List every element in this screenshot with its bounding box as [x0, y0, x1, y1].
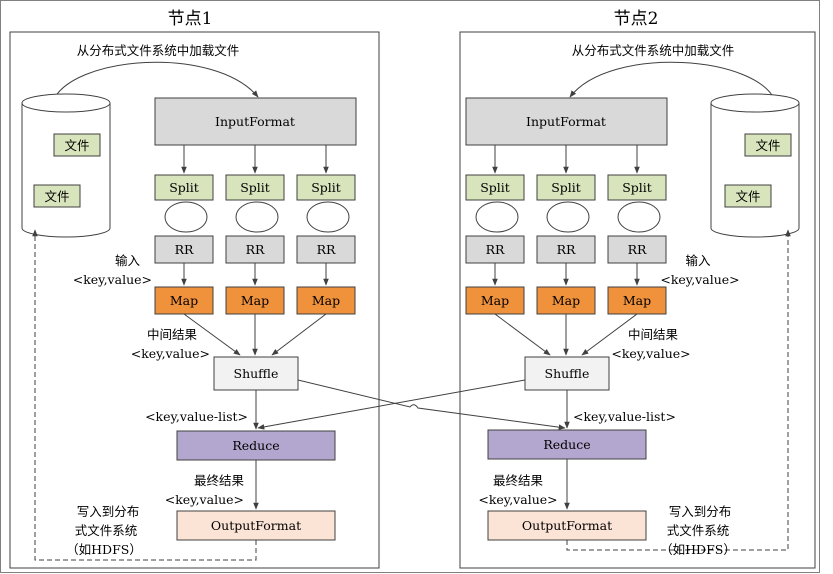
map-box	[225, 286, 285, 315]
split-box	[536, 174, 596, 201]
reduce-box	[176, 430, 336, 461]
map-label: Map	[241, 293, 269, 308]
split-label: Split	[622, 180, 652, 195]
file-box	[724, 184, 772, 208]
file-box	[744, 133, 792, 157]
file-label: 文件	[755, 138, 780, 153]
rr-label: RR	[317, 242, 336, 257]
split-box	[607, 174, 667, 201]
split-box	[225, 174, 285, 201]
final-kv-label: <key,value>	[478, 492, 557, 507]
load-label: 从分布式文件系统中加载文件	[572, 43, 735, 58]
split-label: Split	[169, 180, 199, 195]
final-result-label: 最终结果	[194, 473, 245, 488]
node-2: 节点2 从分布式文件系统中加载文件 文件 文件 InputFormat Spli…	[459, 9, 816, 569]
input-label: 输入	[115, 253, 141, 268]
output-format-box	[487, 510, 647, 541]
input-format-label: InputFormat	[215, 114, 295, 129]
write-back-arrow	[32, 229, 257, 561]
write-label: 式文件系统	[75, 523, 138, 538]
write-label: 式文件系统	[667, 523, 730, 538]
value-list-label: <key,value-list>	[573, 409, 676, 424]
load-label: 从分布式文件系统中加载文件	[77, 43, 240, 58]
load-arrow	[51, 61, 259, 104]
write-label: （如HDFS）	[660, 542, 736, 557]
final-result-label: 最终结果	[493, 473, 544, 488]
intermediate-kv-label: <key,value>	[611, 346, 690, 361]
input-kv-label: <key,value>	[660, 272, 739, 287]
write-label: 写入到分布	[669, 504, 732, 519]
split-loop	[235, 201, 279, 233]
rr-box	[536, 235, 596, 264]
rr-label: RR	[175, 242, 194, 257]
split-loop	[306, 201, 350, 233]
node-frame	[459, 31, 816, 569]
input-kv-label: <key,value>	[73, 272, 152, 287]
write-back-arrow	[566, 229, 791, 551]
rr-box	[465, 235, 525, 264]
node-title: 节点1	[168, 9, 213, 29]
file-box	[53, 133, 101, 157]
rr-label: RR	[557, 242, 576, 257]
file-box	[33, 184, 81, 208]
intermediate-kv-label: <key,value>	[131, 346, 210, 361]
intermediate-label: 中间结果	[147, 327, 198, 342]
split-label: Split	[480, 180, 510, 195]
map-box	[296, 286, 356, 315]
write-label: 写入到分布	[77, 504, 140, 519]
rr-box	[607, 235, 667, 264]
file-label: 文件	[44, 189, 69, 204]
file-label: 文件	[735, 189, 760, 204]
reduce-label: Reduce	[232, 438, 279, 453]
split-loop	[617, 201, 661, 233]
node-title: 节点2	[614, 9, 659, 29]
map-box	[465, 286, 525, 315]
map-label: Map	[623, 293, 651, 308]
map-box	[607, 286, 667, 315]
split-box	[154, 174, 214, 201]
input-format-label: InputFormat	[526, 114, 606, 129]
node-frame	[9, 31, 380, 569]
split-loop	[475, 201, 519, 233]
map-label: Map	[170, 293, 198, 308]
split-loop	[546, 201, 590, 233]
rr-box	[154, 235, 214, 264]
storage-cylinder	[710, 93, 800, 238]
rr-box	[225, 235, 285, 264]
intermediate-label: 中间结果	[628, 327, 679, 342]
node-1: 节点1 从分布式文件系统中加载文件 文件 文件 InputFormat Spli…	[9, 9, 380, 569]
map-label: Map	[481, 293, 509, 308]
output-format-box	[176, 510, 336, 541]
shuffle-label: Shuffle	[234, 366, 279, 381]
value-list-label: <key,value-list>	[145, 409, 248, 424]
rr-label: RR	[628, 242, 647, 257]
shuffle-label: Shuffle	[545, 366, 590, 381]
output-format-label: OutputFormat	[522, 518, 612, 533]
reduce-label: Reduce	[543, 437, 590, 452]
write-label: （如HDFS）	[66, 542, 142, 557]
cross-shuffle-arrow	[257, 379, 526, 430]
split-label: Split	[240, 180, 270, 195]
input-format-box	[465, 97, 668, 146]
split-box	[465, 174, 525, 201]
split-label: Split	[551, 180, 581, 195]
shuffle-box	[213, 356, 299, 391]
final-kv-label: <key,value>	[165, 492, 244, 507]
load-arrow	[569, 61, 777, 104]
map-label: Map	[552, 293, 580, 308]
split-box	[296, 174, 356, 201]
map-label: Map	[312, 293, 340, 308]
split-loop	[164, 201, 208, 233]
rr-label: RR	[246, 242, 265, 257]
input-label: 输入	[685, 253, 711, 268]
rr-label: RR	[486, 242, 505, 257]
split-label: Split	[311, 180, 341, 195]
cross-shuffle-arrow	[297, 379, 566, 430]
output-format-label: OutputFormat	[211, 518, 301, 533]
storage-cylinder	[21, 93, 111, 238]
file-label: 文件	[64, 138, 89, 153]
